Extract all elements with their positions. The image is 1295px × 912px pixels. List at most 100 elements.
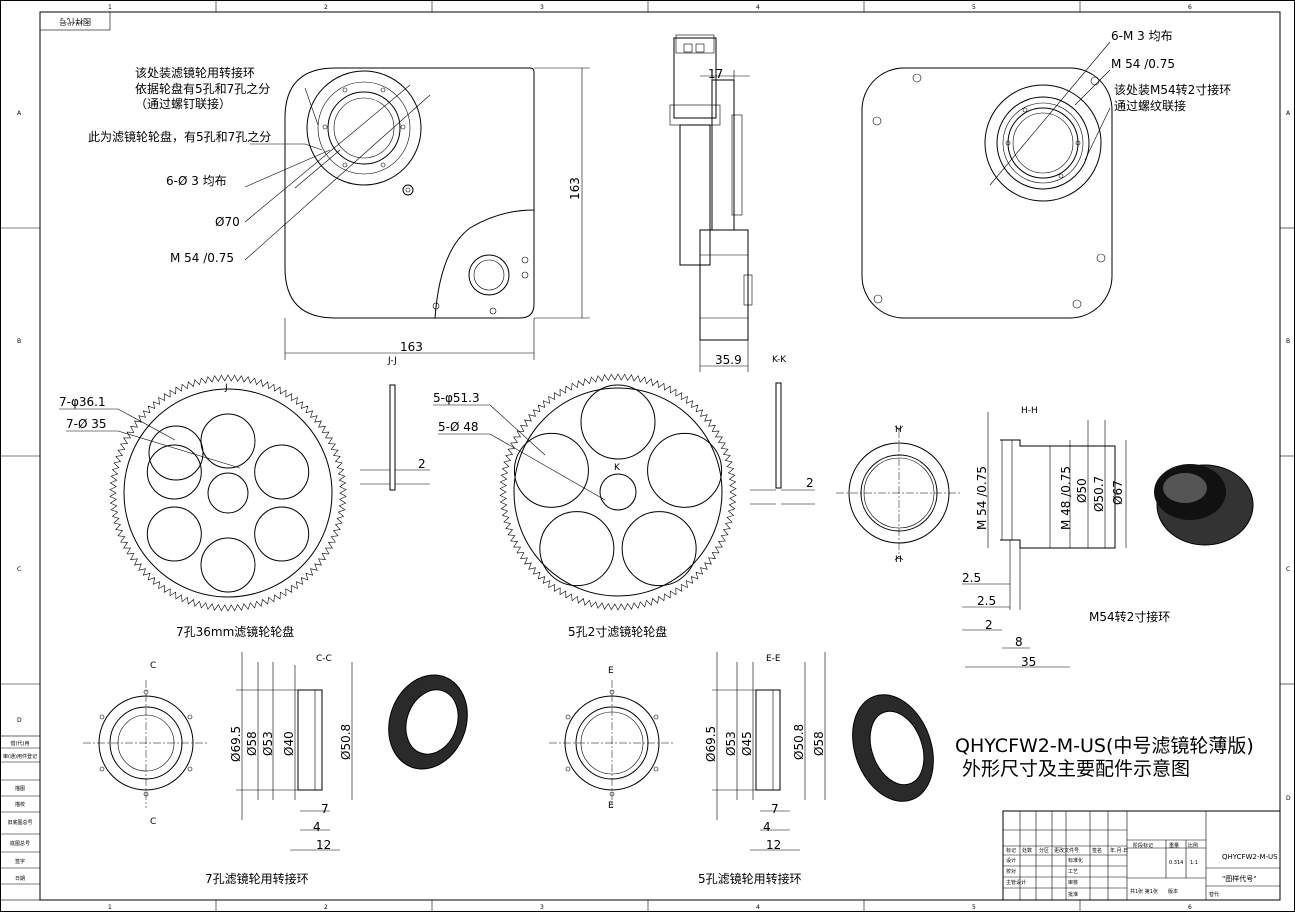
leader-line <box>117 408 176 441</box>
m54-d4: Ø50.7 <box>1092 476 1106 512</box>
tb-role-check: 校对 <box>1006 868 1016 875</box>
ring5-t2: 4 <box>763 820 771 834</box>
row-mark: C <box>17 566 21 573</box>
wheel-7-profile <box>360 384 430 491</box>
col-mark: 1 <box>108 904 112 911</box>
ring5-mark-top: E <box>608 666 614 676</box>
ring7-section-label: C-C <box>316 654 332 664</box>
m54-caption: M54转2寸接环 <box>1089 609 1170 624</box>
ring7-t3: 12 <box>316 838 331 852</box>
m54-d5: Ø67 <box>1111 480 1125 505</box>
tb-date: 年.月.日 <box>1110 847 1128 854</box>
row-mark: B <box>17 338 21 345</box>
wheel7-hole-b: 7-Ø 35 <box>66 417 107 431</box>
filter-hole <box>539 511 615 587</box>
side-dim-bottom: 35.9 <box>715 353 742 367</box>
m54-mark-top: H <box>895 425 902 435</box>
filter-hole <box>148 425 204 481</box>
row-mark: B <box>1286 338 1290 345</box>
rear-thread-label: M 54 /0.75 <box>1111 57 1175 71</box>
gear-teeth <box>499 373 737 611</box>
front-dia-label: Ø70 <box>215 215 240 229</box>
ring7-d4: Ø40 <box>282 731 296 756</box>
side-dim-top: 17 <box>708 67 723 81</box>
m54-t2: 2.5 <box>977 594 996 608</box>
wheel7-caption: 7孔36mm滤镜轮轮盘 <box>176 624 294 639</box>
ring5-caption: 5孔滤镜轮用转接环 <box>698 871 802 886</box>
ring5-d5: Ø58 <box>812 731 826 756</box>
ring7-d1: Ø69.5 <box>229 726 243 762</box>
col-mark: 2 <box>324 904 328 911</box>
tb-role-review: 审核 <box>1068 879 1078 886</box>
ring5-mark-bottom: E <box>608 801 614 811</box>
m54-t5: 35 <box>1021 655 1036 669</box>
side-label: 描校 <box>15 801 25 808</box>
front-view: 该处装滤镜轮用转接环 依据轮盘有5孔和7孔之分 （通过螺钉联接） 此为滤镜轮轮盘… <box>88 65 590 366</box>
tb-version: 版本 <box>1168 888 1178 895</box>
ring7-d2: Ø58 <box>245 731 259 756</box>
corner-stamp-box <box>39 11 111 31</box>
rear-holes-label: 6-M 3 均布 <box>1111 29 1173 43</box>
filter-hole <box>513 432 589 508</box>
tb-quoted-code: "图样代号" <box>1222 874 1256 883</box>
side-view: 17 35.9 K-K <box>669 34 787 372</box>
tb-role-approve: 批准 <box>1068 891 1078 898</box>
wheel5-section: K <box>614 463 621 473</box>
m54-t3: 2 <box>985 618 993 632</box>
tb-scale-label: 比例 <box>1188 842 1198 849</box>
filter-hole <box>621 511 697 587</box>
col-mark: 1 <box>108 4 112 11</box>
row-mark: D <box>17 717 22 724</box>
tb-weight-label: 重量 <box>1169 842 1179 849</box>
ring7-mark-top: C <box>150 661 156 671</box>
side-section-label: K-K <box>772 355 787 365</box>
filter-hole <box>146 506 202 562</box>
tb-stage: 阶段标记 <box>1133 842 1153 849</box>
m54-t1: 2.5 <box>962 571 981 585</box>
front-note-2: 依据轮盘有5孔和7孔之分 <box>135 81 270 96</box>
filter-hole <box>254 506 310 562</box>
tb-role-craft: 工艺 <box>1068 869 1078 875</box>
m54-d1: M 54 /0.75 <box>975 466 989 530</box>
tb-role-design: 设计 <box>1006 857 1016 864</box>
drawing-subtitle: 外形尺寸及主要配件示意图 <box>962 758 1190 780</box>
col-mark: 3 <box>540 904 544 911</box>
wheel7-thick: 2 <box>418 457 426 471</box>
wheel7-hole-a: 7-φ36.1 <box>59 395 106 409</box>
front-holes-label: 6-Ø 3 均布 <box>166 174 227 188</box>
col-mark: 6 <box>1188 904 1192 911</box>
ring7-mark-bottom: C <box>150 817 156 827</box>
wheel5-thick: 2 <box>806 476 814 490</box>
wheel5-caption: 5孔2寸滤镜轮轮盘 <box>568 624 667 639</box>
row-marks: A B C D A B C D <box>0 110 1295 802</box>
corner-stamp: 图样代号 <box>59 17 91 27</box>
row-mark: D <box>1286 795 1291 802</box>
row-mark: C <box>1286 566 1290 573</box>
rear-note-2: 通过螺纹联接 <box>1114 98 1186 113</box>
rear-note-1: 该处装M54转2寸接环 <box>1114 82 1231 97</box>
ring5-render <box>852 694 934 802</box>
ring7-section <box>236 652 353 851</box>
tb-weight: 0.314 <box>1169 860 1183 866</box>
leader-line <box>489 433 606 501</box>
col-mark: 3 <box>540 4 544 11</box>
drawing-title: QHYCFW2-M-US(中号滤镜轮薄版) <box>955 735 1254 757</box>
title-block <box>1002 810 1281 901</box>
ring5-d1: Ø69.5 <box>704 726 718 762</box>
filter-hole <box>647 432 723 508</box>
filter-hole <box>580 384 656 460</box>
m54-d3: Ø50 <box>1075 478 1089 503</box>
tb-sign: 签名 <box>1092 847 1102 854</box>
ring5-t3: 12 <box>766 838 781 852</box>
col-mark: 4 <box>756 904 760 911</box>
col-mark: 2 <box>324 4 328 11</box>
tb-replace: 替代 <box>1209 891 1219 898</box>
ring5-section-label: E-E <box>766 654 781 664</box>
tb-sheets: 共1张 第1张 <box>1130 888 1158 895</box>
side-table: 借(代)用 审(通)用件登记 描图 描校 旧底图总号 底图总号 签字 日期 <box>0 735 41 901</box>
filter-hole <box>254 444 310 500</box>
ring7-render <box>388 674 468 770</box>
ring5-d2: Ø53 <box>724 731 738 756</box>
front-height-dim: 163 <box>568 177 582 200</box>
